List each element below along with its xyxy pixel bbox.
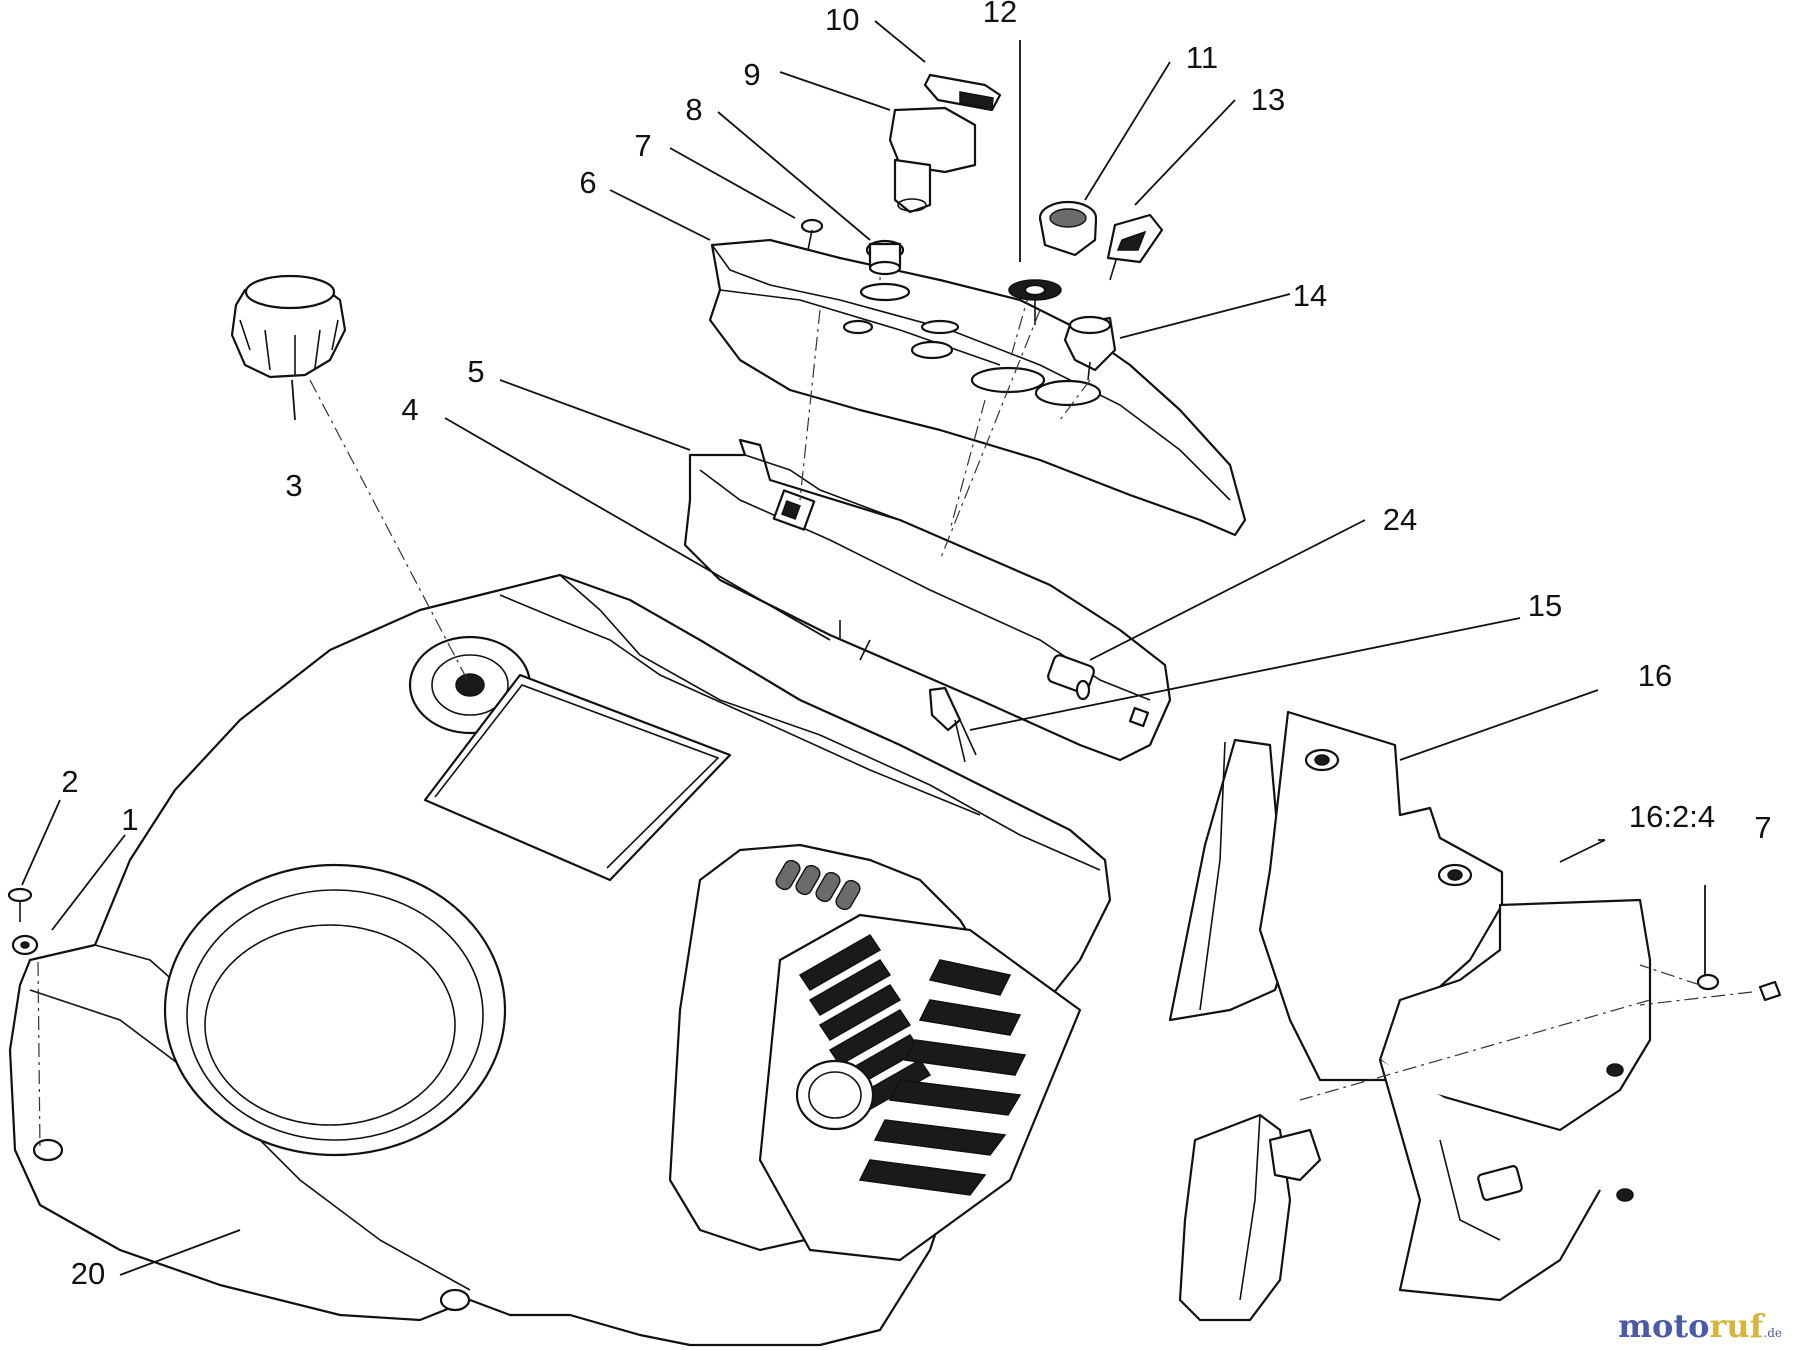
callout-6: 6 (579, 165, 596, 200)
knob-9 (888, 106, 977, 214)
fuel-cap (230, 274, 347, 379)
callout-10: 10 (825, 2, 859, 37)
knob-insert-10 (923, 73, 1002, 112)
assembly-lines (37, 309, 1753, 1151)
washer-1 (11, 934, 39, 956)
callout-2: 2 (61, 764, 78, 799)
bracket-lower (1178, 1113, 1322, 1322)
dash-panel (683, 438, 1172, 762)
callout-9: 9 (743, 57, 760, 92)
ignition-switch-14 (1063, 315, 1117, 381)
callout-12: 12 (983, 0, 1017, 29)
watermark-part1: moto (1618, 1307, 1710, 1345)
callouts: 10 12 9 11 13 8 7 6 14 5 4 3 24 15 16 16… (61, 0, 1771, 1291)
callout-13: 13 (1251, 82, 1285, 117)
bushing-8 (865, 239, 905, 276)
watermark-part3: .de (1763, 1326, 1782, 1340)
callout-3: 3 (285, 468, 302, 503)
top-cover (708, 238, 1247, 537)
callout-20: 20 (71, 1256, 105, 1291)
screw-7a (800, 218, 824, 251)
callout-1: 1 (121, 802, 138, 837)
vent-grille (758, 913, 1082, 1262)
callout-24: 24 (1383, 502, 1417, 537)
callout-7b: 7 (1754, 810, 1771, 845)
callout-5: 5 (467, 354, 484, 389)
watermark-part2: ruf (1709, 1307, 1764, 1345)
vent-slots-top (775, 859, 861, 911)
screw-right (1758, 980, 1782, 1002)
washer-2 (7, 887, 33, 922)
watermark-logo: motoruf.de (1618, 1310, 1782, 1342)
fuel-gauge-11 (1038, 200, 1098, 257)
main-shroud (8, 573, 1112, 1347)
callout-16: 16 (1638, 658, 1672, 693)
callout-ref: 16:2:4 (1629, 799, 1715, 834)
callout-14: 14 (1293, 278, 1327, 313)
key-13 (1106, 213, 1164, 281)
callout-11: 11 (1186, 40, 1218, 75)
screw-7b (1696, 973, 1720, 991)
callout-7a: 7 (634, 128, 651, 163)
side-shield-16 (1168, 710, 1652, 1302)
callout-8: 8 (685, 92, 702, 127)
callout-15: 15 (1528, 588, 1562, 623)
leader-lines (21, 20, 1706, 1276)
primer-15 (928, 686, 977, 763)
callout-4: 4 (401, 392, 418, 427)
washer-12 (1008, 279, 1062, 325)
